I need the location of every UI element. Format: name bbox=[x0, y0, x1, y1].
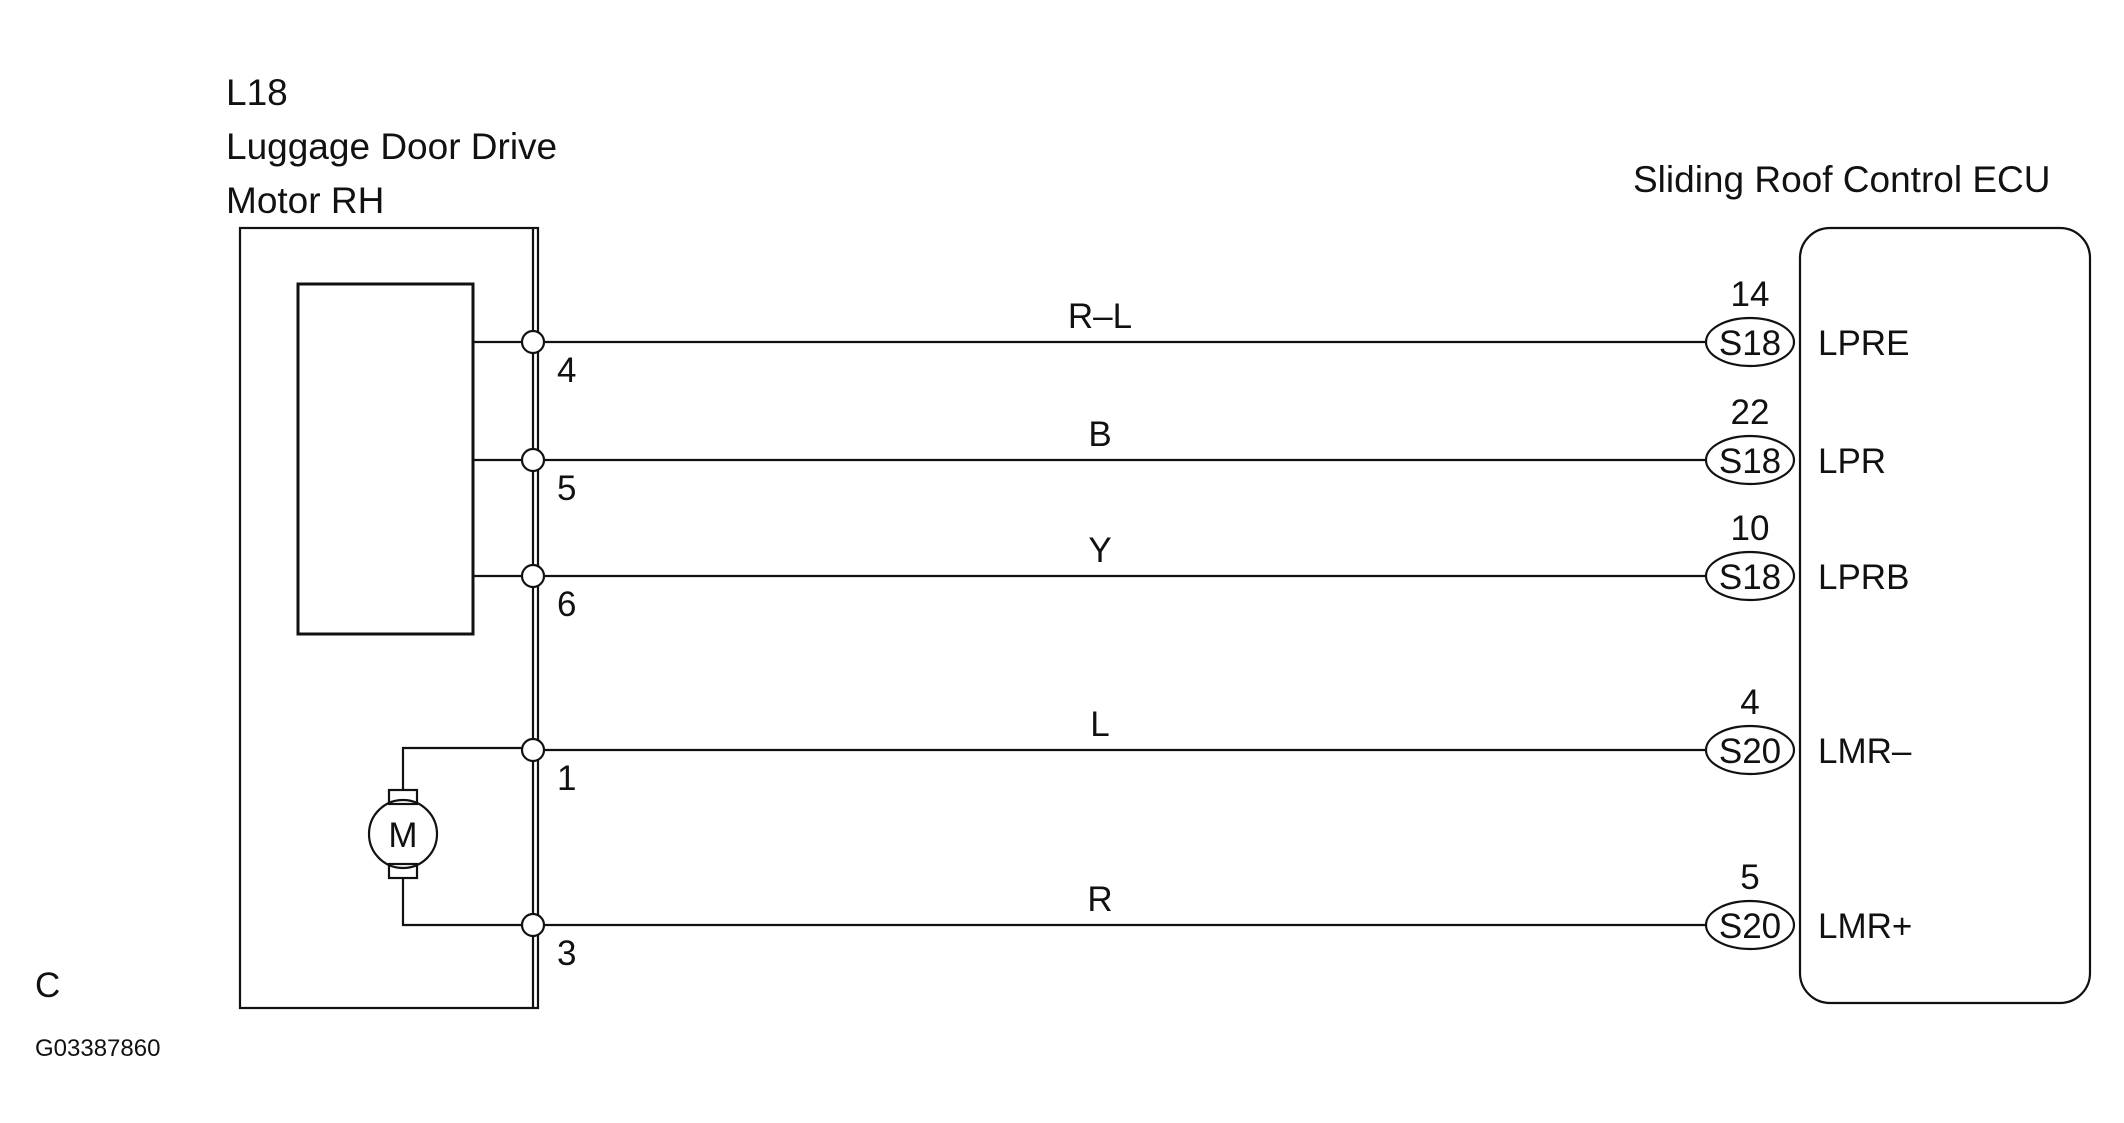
pin-terminal bbox=[520, 447, 546, 473]
ecu-pin-number: 5 bbox=[1740, 858, 1759, 897]
component-pin-number: 3 bbox=[557, 934, 576, 973]
ecu-terminal-name: LPR bbox=[1818, 442, 1886, 481]
section-letter: C bbox=[35, 966, 60, 1005]
ecu-name: Sliding Roof Control ECU bbox=[1633, 159, 2050, 200]
ecu-pin-number: 10 bbox=[1731, 509, 1770, 548]
motor-brush-bottom bbox=[387, 862, 419, 880]
component-pin-number: 4 bbox=[557, 351, 576, 390]
wire-color-label: B bbox=[1088, 415, 1111, 454]
connector-oval bbox=[1704, 724, 1796, 776]
ecu-terminal-name: LPRE bbox=[1818, 324, 1909, 363]
motor-symbol-label: M bbox=[388, 816, 417, 855]
figure-id: G03387860 bbox=[35, 1035, 160, 1062]
wire-color-label: Y bbox=[1088, 531, 1111, 570]
wire-color-label: R–L bbox=[1068, 297, 1132, 336]
ecu-pin-number: 14 bbox=[1731, 275, 1770, 314]
connector-oval bbox=[1704, 899, 1796, 951]
connector-code: S18 bbox=[1719, 442, 1781, 481]
component-pin-number: 6 bbox=[557, 585, 576, 624]
component-code: L18 bbox=[226, 72, 288, 113]
motor-brush-top bbox=[387, 788, 419, 806]
connector-code: S18 bbox=[1719, 558, 1781, 597]
connector-oval bbox=[1704, 434, 1796, 486]
wire-color-label: L bbox=[1090, 705, 1109, 744]
ecu-terminal-name: LPRB bbox=[1818, 558, 1909, 597]
ecu-pin-number: 4 bbox=[1740, 683, 1759, 722]
ecu-box bbox=[1798, 226, 2092, 1005]
connector-code: S20 bbox=[1719, 732, 1781, 771]
pin-terminal bbox=[520, 563, 546, 589]
ecu-terminal-name: LMR– bbox=[1818, 732, 1912, 771]
component-pin-number: 5 bbox=[557, 469, 576, 508]
motor-lead-top bbox=[401, 746, 533, 790]
motor-lead-bottom bbox=[401, 878, 533, 927]
control-module-box bbox=[296, 282, 475, 636]
connector-code: S18 bbox=[1719, 324, 1781, 363]
ecu-terminal-name: LMR+ bbox=[1818, 907, 1912, 946]
pin-terminal bbox=[520, 329, 546, 355]
ecu-pin-number: 22 bbox=[1731, 393, 1770, 432]
pin-terminal bbox=[520, 737, 546, 763]
motor-icon bbox=[367, 798, 439, 870]
wire-color-label: R bbox=[1087, 880, 1112, 919]
pin-terminal bbox=[520, 912, 546, 938]
component-outline bbox=[238, 226, 540, 1010]
connector-oval bbox=[1704, 316, 1796, 368]
connector-code: S20 bbox=[1719, 907, 1781, 946]
component-pin-number: 1 bbox=[557, 759, 576, 798]
component-name-line1: Luggage Door Drive bbox=[226, 126, 557, 167]
connector-oval bbox=[1704, 550, 1796, 602]
component-name-line2: Motor RH bbox=[226, 180, 384, 221]
